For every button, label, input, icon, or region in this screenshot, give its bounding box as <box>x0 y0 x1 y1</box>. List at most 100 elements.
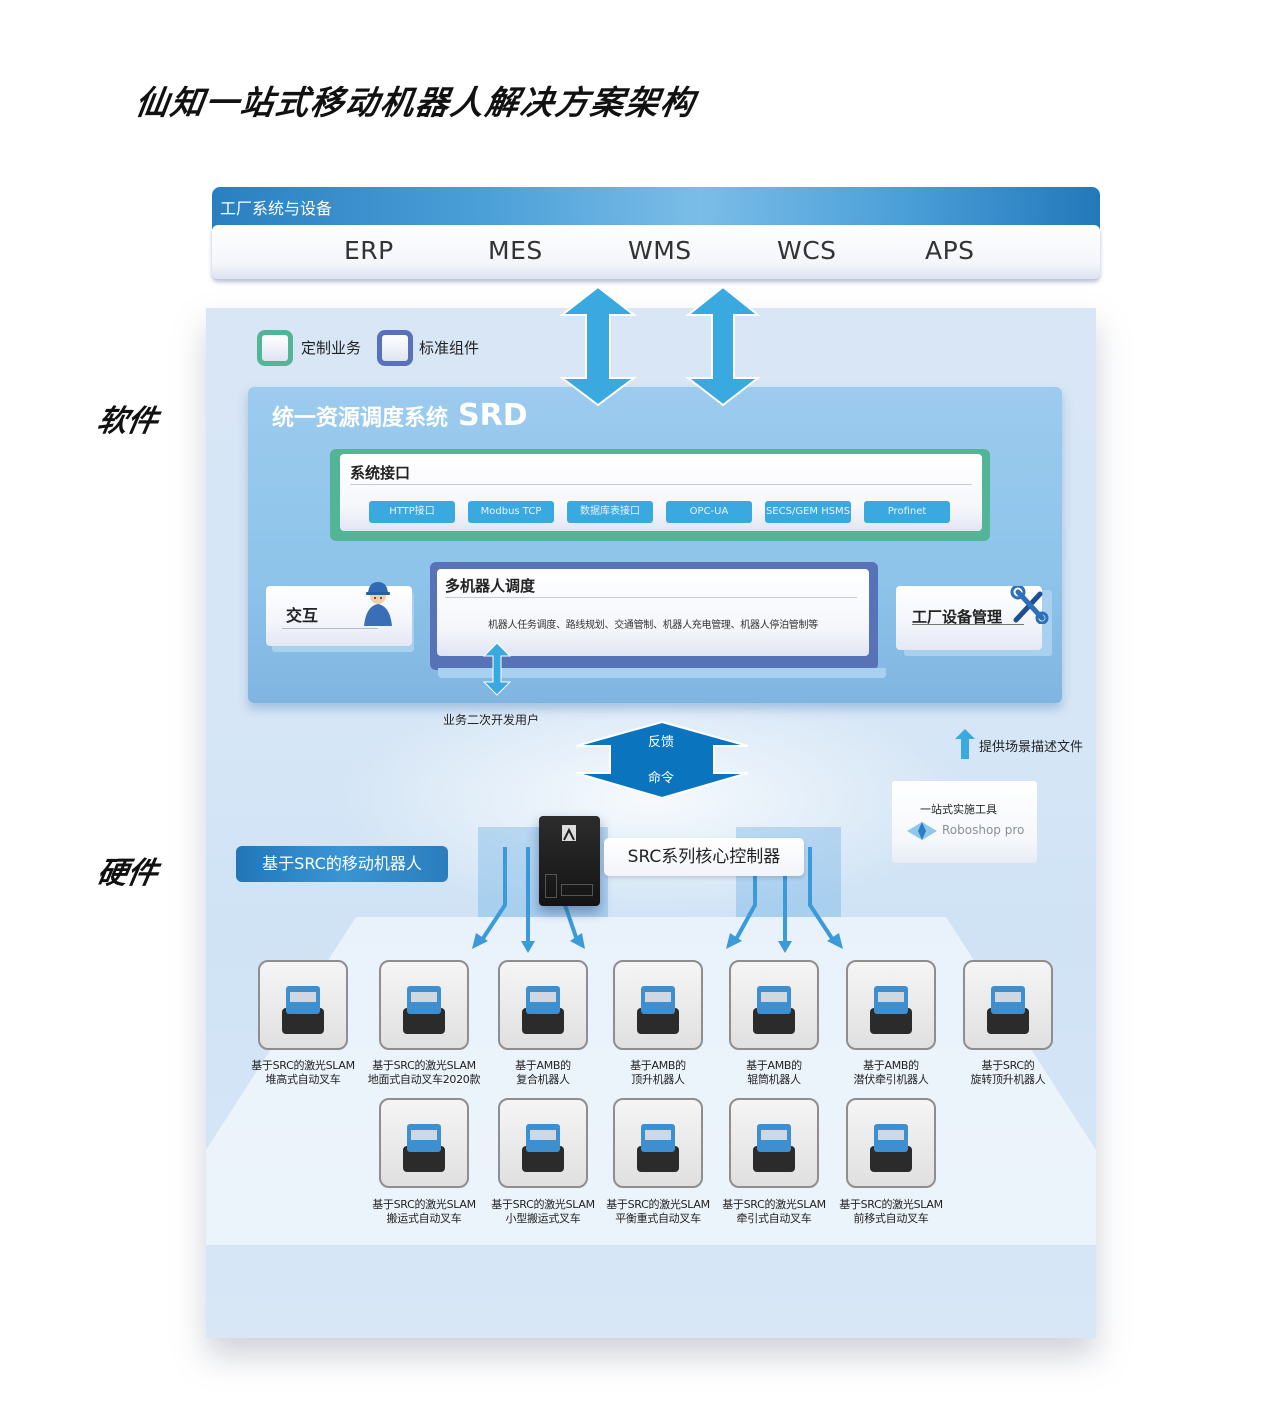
robot-name-line1: 基于AMB的 <box>515 1059 571 1072</box>
srd-title-cn: 统一资源调度系统 <box>272 406 449 431</box>
roboshop-name: Roboshop pro <box>942 823 1025 837</box>
hardware-badge: 基于SRC的移动机器人 <box>236 846 448 882</box>
system-wms: WMS <box>628 236 692 265</box>
robot-image <box>522 1124 564 1172</box>
robot-name-line2: 潜伏牵引机器人 <box>853 1073 929 1086</box>
controller-port <box>545 874 557 898</box>
roboshop-title: 一站式实施工具 <box>920 803 997 816</box>
robot-card <box>498 960 588 1050</box>
legend-standard-swatch <box>377 330 413 366</box>
up-arrow-icon <box>955 729 975 759</box>
robot-image <box>987 986 1029 1034</box>
robot-card <box>379 1098 469 1188</box>
system-erp: ERP <box>344 236 394 265</box>
scene-file-label: 提供场景描述文件 <box>979 740 1084 755</box>
legend-standard-label: 标准组件 <box>419 339 480 357</box>
robot-image <box>403 1124 445 1172</box>
robot-image <box>282 986 324 1034</box>
robot-image <box>753 986 795 1034</box>
system-wcs: WCS <box>777 236 837 265</box>
interface-chip-http: HTTP接口 <box>369 501 455 523</box>
divider <box>445 597 857 598</box>
robot-image <box>403 986 445 1034</box>
robot-name: 基于AMB的潜伏牵引机器人 <box>826 1059 956 1087</box>
system-aps: APS <box>925 236 975 265</box>
robot-image <box>870 986 912 1034</box>
multi-robot-scheduling-panel: 多机器人调度 机器人任务调度、路线规划、交通管制、机器人充电管理、机器人停泊管制… <box>430 562 878 670</box>
robot-image <box>870 1124 912 1172</box>
multi-robot-description: 机器人任务调度、路线规划、交通管制、机器人充电管理、机器人停泊管制等 <box>488 620 818 631</box>
controller-port <box>561 884 593 896</box>
worker-icon <box>364 582 392 626</box>
factory-systems-header-label: 工厂系统与设备 <box>220 199 333 218</box>
legend-custom-swatch <box>257 330 293 366</box>
double-arrow-icon-left <box>560 285 637 407</box>
interaction-card: 交互 <box>266 582 412 646</box>
page-title: 仙知一站式移动机器人解决方案架构 <box>132 83 699 122</box>
robot-image <box>522 986 564 1034</box>
robot-name-line2: 堆高式自动叉车 <box>265 1073 341 1086</box>
src-controller-image <box>539 816 600 906</box>
robot-card <box>613 1098 703 1188</box>
src-controller-label: SRC系列核心控制器 <box>604 838 804 876</box>
robot-name-line1: 基于SRC的激光SLAM <box>839 1198 943 1211</box>
factory-link-arrows <box>560 285 760 407</box>
robot-image <box>753 1124 795 1172</box>
robot-card <box>379 960 469 1050</box>
factory-systems-list: ERP MES WMS WCS APS <box>212 225 1100 279</box>
interface-chip-database: 数据库表接口 <box>567 501 653 523</box>
feedback-label: 反馈 <box>648 735 675 750</box>
robot-name-line1: 基于AMB的 <box>746 1059 802 1072</box>
multi-robot-title: 多机器人调度 <box>445 577 536 595</box>
system-interface-panel: 系统接口 HTTP接口 Modbus TCP 数据库表接口 OPC-UA SEC… <box>330 449 990 541</box>
robot-name: 基于AMB的辊筒机器人 <box>709 1059 839 1087</box>
interaction-label: 交互 <box>286 606 319 625</box>
dev-user-label: 业务二次开发用户 <box>443 713 540 727</box>
interface-chip-modbus: Modbus TCP <box>468 501 554 523</box>
robot-name-line1: 基于SRC的激光SLAM <box>251 1059 355 1072</box>
robot-name-line2: 地面式自动叉车2020款 <box>367 1073 481 1086</box>
robot-card <box>729 960 819 1050</box>
system-mes: MES <box>488 236 543 265</box>
hardware-label: 硬件 <box>94 856 161 891</box>
tools-icon <box>1010 586 1049 624</box>
factory-systems-panel: 工厂系统与设备 ERP MES WMS WCS APS <box>212 187 1100 279</box>
robot-name-line2: 小型搬运式叉车 <box>505 1212 581 1225</box>
robot-image <box>637 986 679 1034</box>
robot-name-line1: 基于SRC的激光SLAM <box>606 1198 710 1211</box>
divider <box>282 628 378 629</box>
robot-name: 基于SRC的旋转顶升机器人 <box>943 1059 1073 1087</box>
feedback-command-arrow <box>575 720 749 800</box>
robot-name: 基于AMB的顶升机器人 <box>593 1059 723 1087</box>
robot-name-line2: 牵引式自动叉车 <box>736 1212 812 1225</box>
roboshop-logo-icon <box>907 822 937 840</box>
robot-card <box>846 1098 936 1188</box>
interface-chip-secs: SECS/GEM HSMS <box>765 501 851 523</box>
robot-card <box>846 960 936 1050</box>
robot-card <box>729 1098 819 1188</box>
robot-name-line2: 顶升机器人 <box>631 1073 685 1086</box>
robot-card <box>258 960 348 1050</box>
multi-robot-shadow <box>438 668 886 678</box>
robot-name-line2: 旋转顶升机器人 <box>970 1073 1046 1086</box>
robot-image <box>637 1124 679 1172</box>
software-label: 软件 <box>94 404 161 439</box>
robot-card <box>613 960 703 1050</box>
robot-card <box>963 960 1053 1050</box>
robot-name-line1: 基于SRC的 <box>981 1059 1035 1072</box>
robot-name-line1: 基于SRC的激光SLAM <box>372 1198 476 1211</box>
robot-name-line1: 基于SRC的激光SLAM <box>372 1059 476 1072</box>
command-label: 命令 <box>648 771 675 786</box>
double-arrow-icon-dev <box>482 642 512 696</box>
robot-name: 基于AMB的复合机器人 <box>478 1059 608 1087</box>
robot-name-line2: 辊筒机器人 <box>747 1073 801 1086</box>
roboshop-card: 一站式实施工具 Roboshop pro <box>892 781 1037 863</box>
robot-name-line1: 基于AMB的 <box>630 1059 686 1072</box>
interface-chip-opcua: OPC-UA <box>666 501 752 523</box>
legend-custom-label: 定制业务 <box>301 339 362 357</box>
